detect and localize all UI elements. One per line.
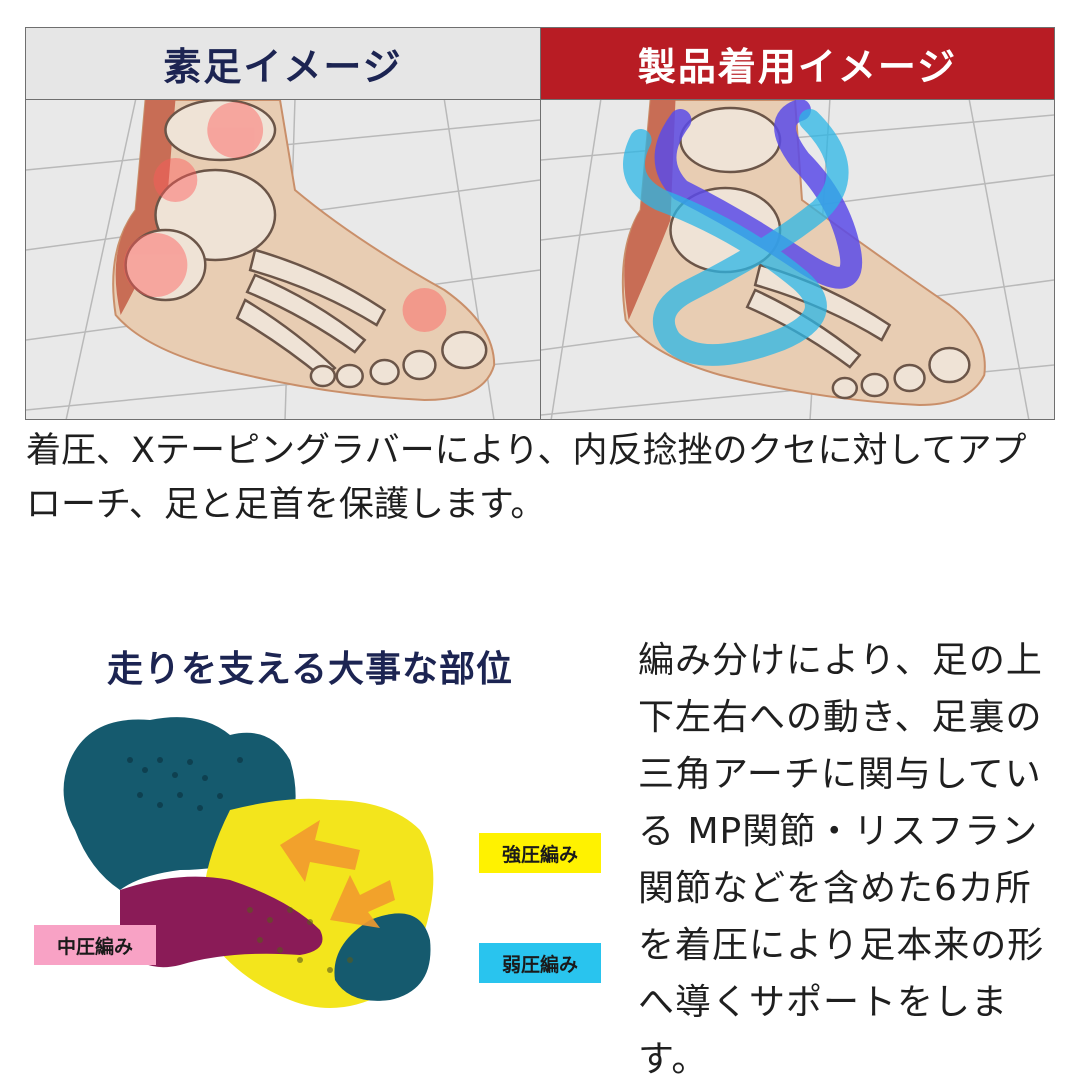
strong-compression-label: 強圧編み: [479, 833, 601, 873]
barefoot-panel: 素足イメージ: [25, 27, 541, 420]
barefoot-foot-illustration: [26, 100, 540, 419]
barefoot-panel-title: 素足イメージ: [26, 28, 540, 100]
compression-caption: 着圧、Xテーピングラバーにより、内反捻挫のクセに対してアプローチ、足と足首を保護…: [26, 431, 1027, 525]
support-section-title: 走りを支える大事な部位: [107, 649, 513, 690]
sock-illustration: [30, 700, 630, 1070]
medium-compression-label: 中圧編み: [34, 925, 156, 965]
product-foot-illustration: [541, 100, 1054, 419]
weak-compression-label: 弱圧編み: [479, 943, 601, 983]
product-panel-title: 製品着用イメージ: [541, 28, 1054, 100]
product-panel: 製品着用イメージ: [540, 27, 1055, 420]
support-description: 編み分けにより、足の上下左右への動き、足裏の三角アーチに関与している MP関節・…: [638, 640, 1045, 1080]
